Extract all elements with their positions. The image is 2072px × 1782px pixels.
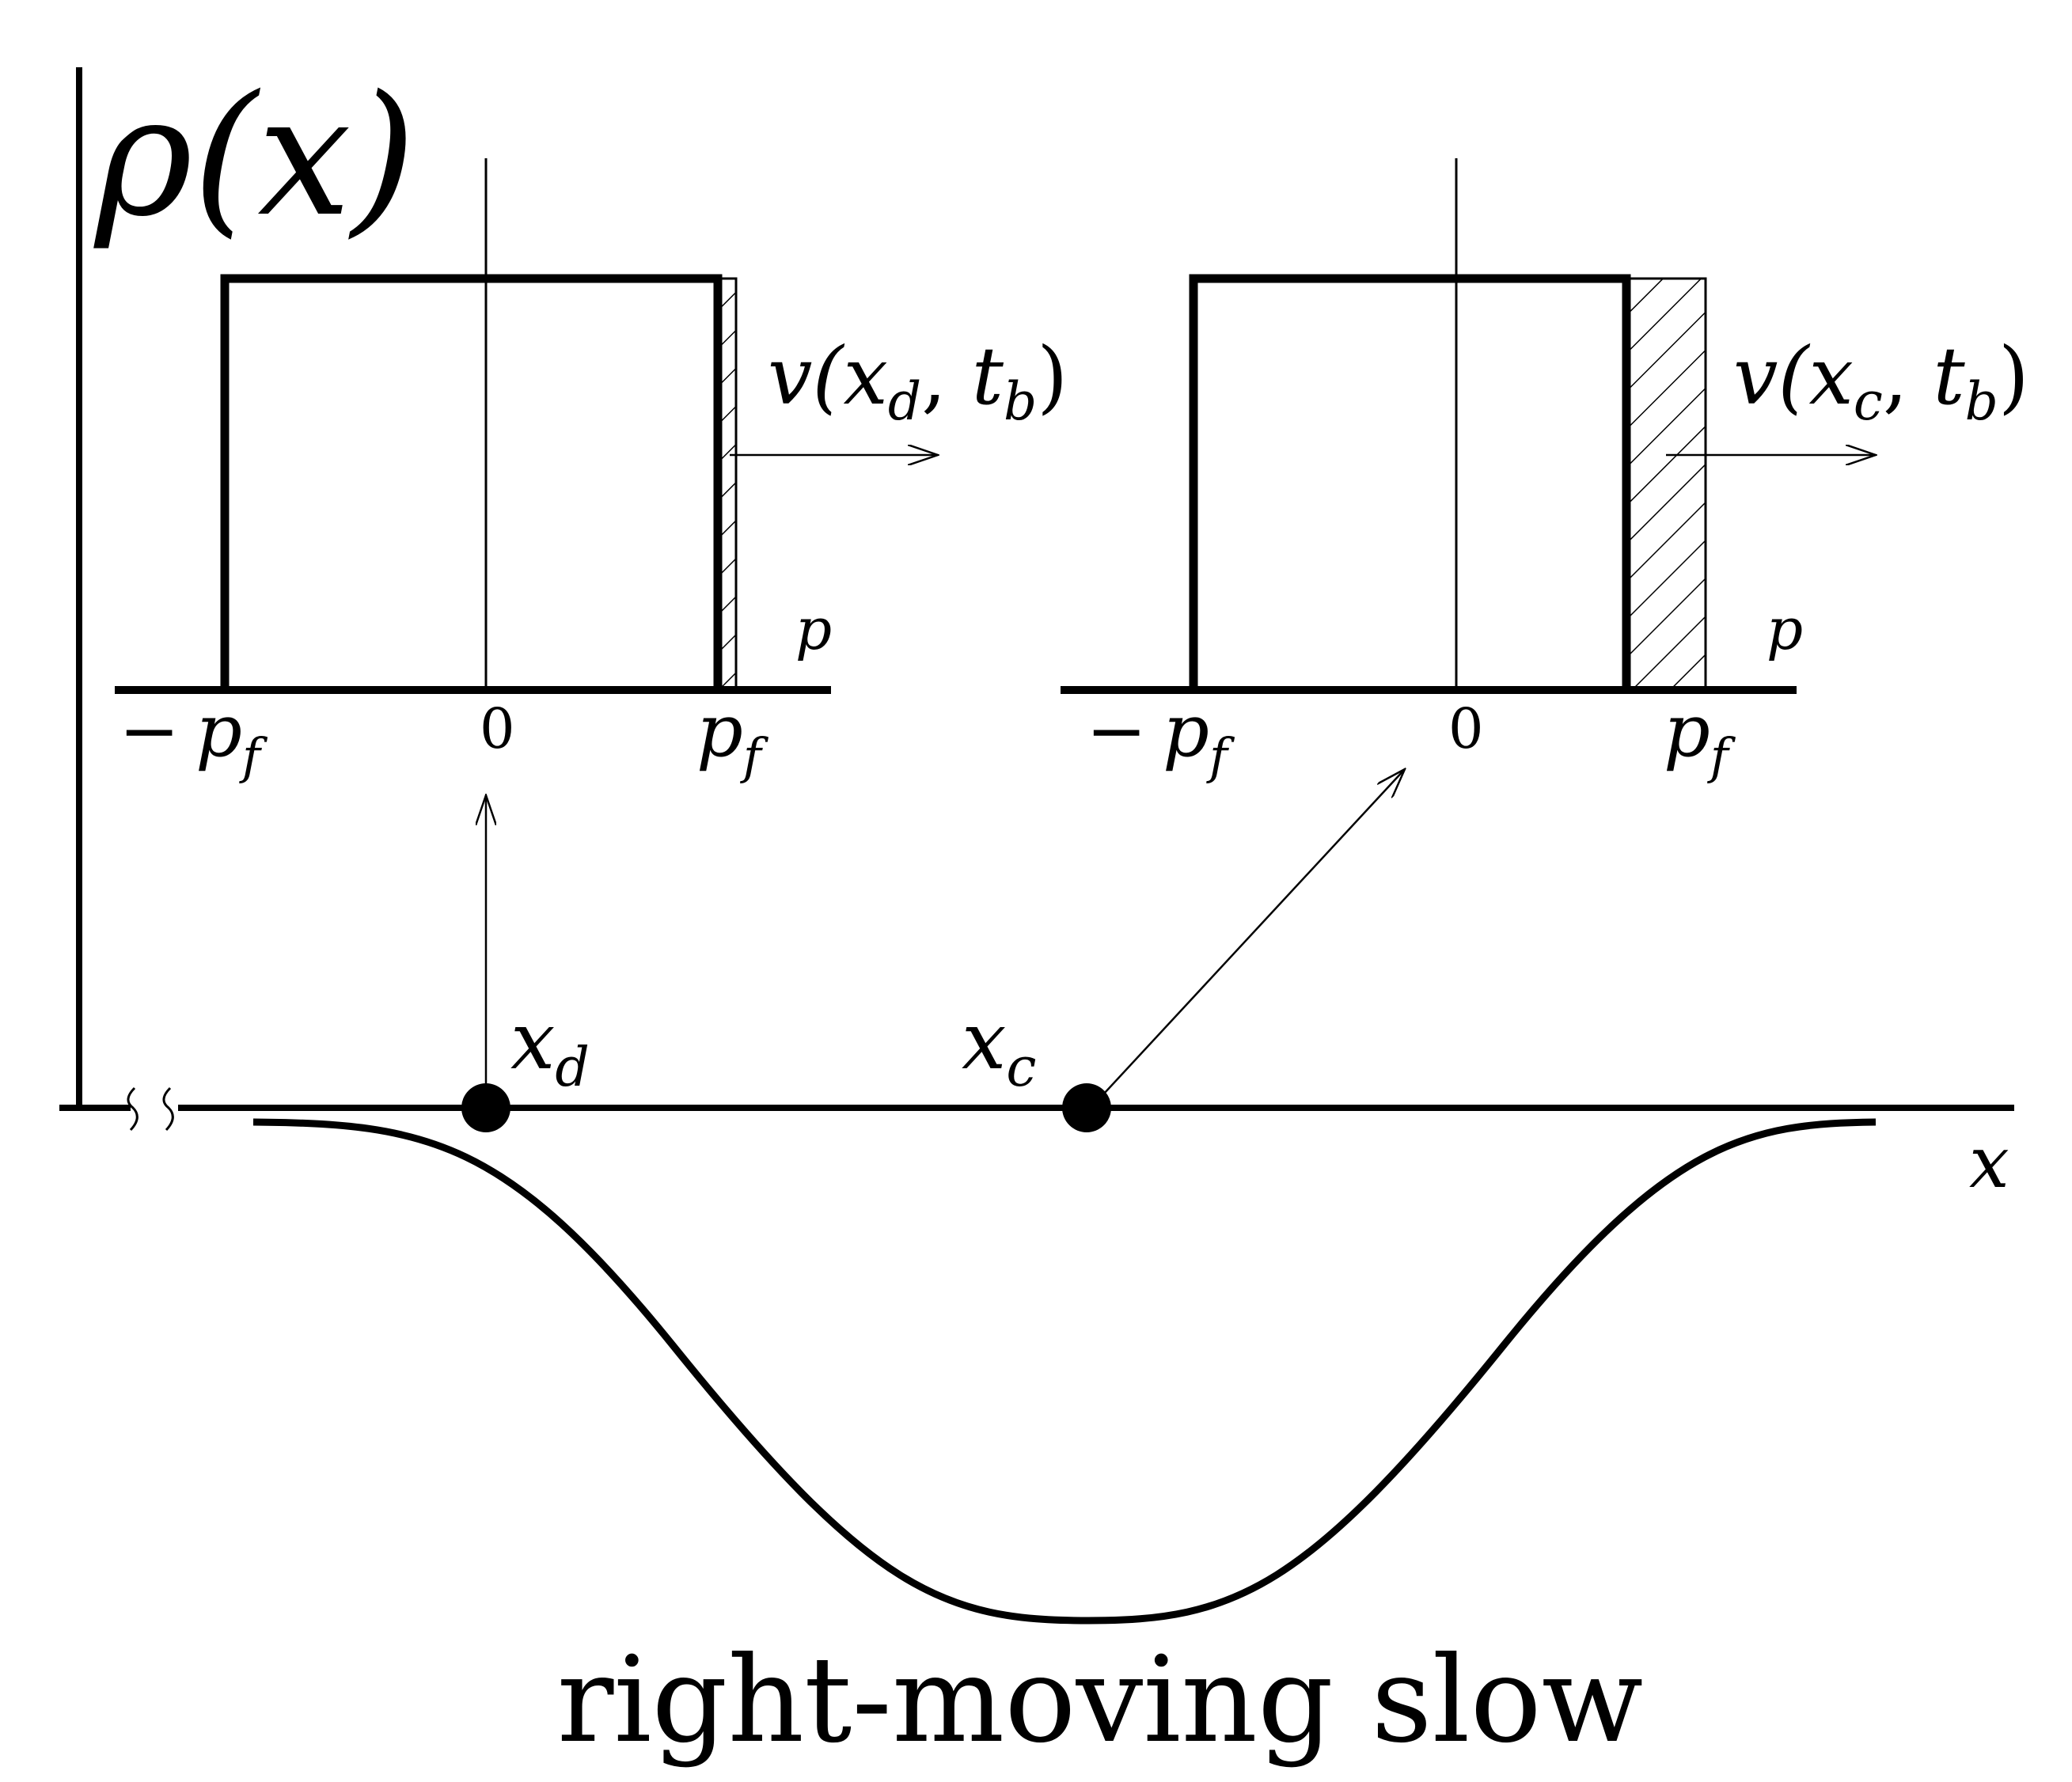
left-inset-velocity-label: v(xd, tb) bbox=[768, 330, 1068, 432]
right-inset: v(xc, tb) p −pf 0 pf bbox=[1061, 158, 2029, 785]
left-inset-tick-pf: pf bbox=[696, 688, 769, 785]
left-inset-p-axis-label: p bbox=[795, 596, 832, 662]
axis-break-mark bbox=[127, 1086, 139, 1132]
left-inset-fermi-box bbox=[220, 274, 723, 692]
right-inset-fermi-box bbox=[1189, 274, 1631, 692]
axis-break-mark bbox=[162, 1086, 174, 1132]
right-inset-tick-zero: 0 bbox=[1448, 696, 1484, 761]
right-inset-velocity-label: v(xc, tb) bbox=[1733, 330, 2029, 432]
right-inset-hatched-strip bbox=[1625, 277, 1707, 692]
left-inset-tick-neg-pf: −pf bbox=[119, 688, 268, 785]
right-inset-tick-neg-pf: −pf bbox=[1086, 688, 1235, 785]
left-inset: v(xd, tb) p −pf 0 pf bbox=[115, 158, 1068, 785]
right-inset-tick-pf: pf bbox=[1664, 688, 1736, 785]
x-axis-label: x bbox=[1969, 1121, 2009, 1204]
caption: right-moving slow bbox=[557, 1632, 1644, 1769]
right-inset-p-axis-label: p bbox=[1767, 596, 1803, 662]
y-axis-label: ρ(x) bbox=[93, 59, 416, 253]
arrow-xc-to-right-inset bbox=[1103, 769, 1405, 1094]
point-xc bbox=[1062, 1083, 1111, 1132]
point-xd bbox=[461, 1083, 510, 1132]
density-curve bbox=[252, 1118, 1877, 1625]
point-xd-label: xd bbox=[510, 995, 590, 1099]
point-xc-label: xc bbox=[962, 995, 1037, 1099]
left-inset-tick-zero: 0 bbox=[480, 696, 515, 761]
